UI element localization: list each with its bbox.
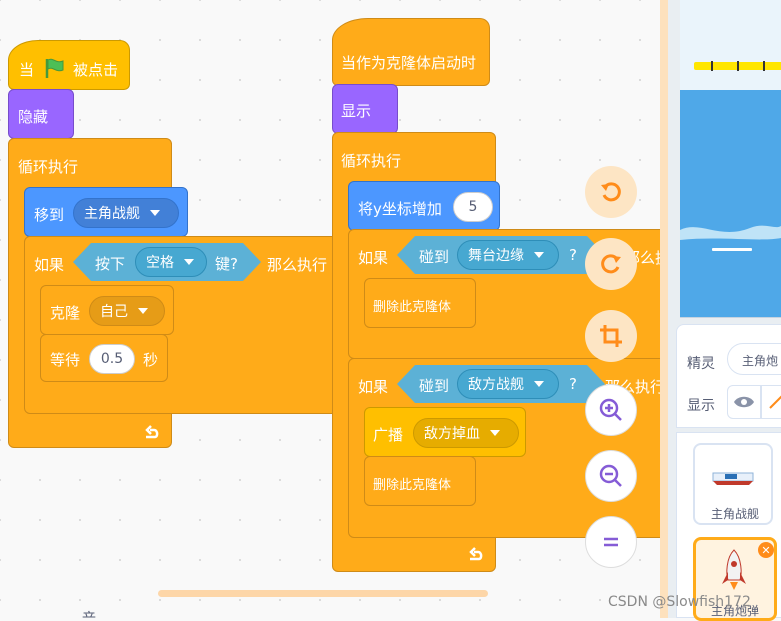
- sprite-name-field[interactable]: 主角炮: [727, 343, 781, 375]
- hide-block[interactable]: 隐藏: [8, 89, 74, 139]
- show-block[interactable]: 显示: [332, 84, 398, 134]
- forever-label-1: 循环执行: [18, 158, 79, 176]
- delete-clone-block-1[interactable]: 删除此克隆体: [364, 278, 476, 328]
- touching-label-2: 碰到: [419, 377, 450, 395]
- eye-icon: [734, 396, 754, 408]
- show-sprite-toggle[interactable]: [727, 385, 761, 419]
- horizontal-scrollbar[interactable]: [158, 590, 488, 597]
- chevron-down-icon: [184, 259, 194, 265]
- touching-target-value-2: 敌方战舰: [468, 377, 524, 393]
- delete-clone-label-1: 删除此克隆体: [373, 300, 452, 315]
- touching-label-1: 碰到: [419, 248, 450, 266]
- undo-button[interactable]: [585, 166, 637, 218]
- forever-label-2: 循环执行: [341, 152, 402, 170]
- sprite-tile[interactable]: 主角战舰: [693, 443, 773, 525]
- stage-preview[interactable]: [680, 0, 781, 318]
- if-label-2: 如果: [358, 249, 389, 267]
- sprite-name-1: 主角炮弹: [710, 604, 759, 618]
- undo-icon: [601, 182, 621, 202]
- chevron-down-icon: [138, 308, 148, 314]
- zoom-out-button[interactable]: [585, 450, 637, 502]
- wait-block[interactable]: 等待 0.5 秒: [40, 334, 168, 382]
- broadcast-block[interactable]: 广播 敌方掉血: [364, 407, 526, 457]
- when-flag-clicked-block[interactable]: 当 被点击: [8, 40, 130, 90]
- show-visibility-label: 显示: [687, 398, 715, 414]
- ruler-sprite: [694, 61, 781, 71]
- key-suffix-label: 键?: [215, 255, 238, 273]
- clone-hat-label: 当作为克隆体启动时: [341, 54, 477, 72]
- wait-label: 等待: [50, 351, 81, 369]
- key-pressed-label: 按下: [95, 255, 126, 273]
- sprite-info-panel: 精灵 主角炮 显示: [676, 324, 781, 428]
- clone-block[interactable]: 克隆 自己: [40, 285, 174, 335]
- touching-target-dropdown-1[interactable]: 舞台边缘: [457, 240, 559, 270]
- touching-enemy-condition[interactable]: 碰到 敌方战舰 ?: [397, 365, 605, 403]
- then-label-1: 那么执行: [267, 256, 328, 274]
- show-label: 显示: [341, 102, 372, 120]
- hat-when-label: 当: [19, 61, 35, 79]
- watermark: CSDN @Slowfish172: [608, 594, 751, 610]
- broadcast-message-dropdown[interactable]: 敌方掉血: [413, 418, 519, 448]
- touching-target-value-1: 舞台边缘: [468, 248, 524, 264]
- question-mark-2: ?: [569, 375, 577, 393]
- stage-panel: 精灵 主角炮 显示 主角战舰: [672, 0, 781, 621]
- hide-sprite-toggle[interactable]: [761, 385, 781, 419]
- clone-target-value: 自己: [100, 304, 128, 320]
- bottom-text: 咅: [82, 608, 96, 618]
- wait-unit-label: 秒: [143, 351, 159, 369]
- clouds-decoration: [680, 225, 781, 251]
- touching-edge-condition[interactable]: 碰到 舞台边缘 ?: [397, 236, 605, 274]
- close-icon: ✕: [761, 543, 771, 557]
- question-mark-1: ?: [569, 246, 577, 264]
- clone-target-dropdown[interactable]: 自己: [89, 296, 165, 326]
- zoom-out-icon: [599, 464, 622, 487]
- zoom-reset-button[interactable]: [585, 516, 637, 568]
- crop-button[interactable]: [585, 310, 637, 362]
- equals-icon: [604, 537, 618, 547]
- broadcast-message-value: 敌方掉血: [424, 426, 480, 442]
- redo-icon: [601, 254, 621, 274]
- wait-input[interactable]: 0.5: [89, 344, 135, 374]
- touching-target-dropdown-2[interactable]: 敌方战舰: [457, 369, 559, 399]
- delete-clone-label-2: 删除此克隆体: [373, 478, 452, 493]
- key-dropdown[interactable]: 空格: [135, 247, 207, 277]
- sprite-name-0: 主角战舰: [710, 507, 759, 521]
- sprite-list: 主角战舰 ✕ 主角炮弹: [676, 432, 781, 621]
- green-flag-icon: [45, 58, 64, 78]
- change-y-label: 将y坐标增加: [358, 200, 442, 218]
- rocket-sprite-icon: [722, 549, 746, 590]
- goto-target-dropdown[interactable]: 主角战舰: [73, 198, 179, 228]
- delete-sprite-button[interactable]: ✕: [758, 542, 774, 558]
- crop-icon: [600, 325, 622, 347]
- hide-label: 隐藏: [18, 108, 49, 126]
- broadcast-label: 广播: [373, 426, 404, 444]
- workspace-edge: [660, 0, 668, 618]
- sprite-label: 精灵: [687, 356, 715, 372]
- zoom-in-button[interactable]: [585, 384, 637, 436]
- eye-slash-icon: [769, 395, 781, 409]
- key-pressed-condition[interactable]: 按下 空格 键?: [73, 243, 261, 281]
- chevron-down-icon: [534, 381, 544, 387]
- delete-clone-block-2[interactable]: 删除此克隆体: [364, 456, 476, 506]
- if-label-1: 如果: [34, 256, 65, 274]
- battleship-sprite-icon: [712, 472, 754, 485]
- clone-label: 克隆: [50, 304, 81, 322]
- goto-label: 移到: [34, 206, 65, 224]
- code-workspace[interactable]: 当 被点击 隐藏 循环执行 移到 主角战舰 如果 按下 空格: [0, 0, 672, 618]
- chevron-down-icon: [150, 210, 160, 216]
- zoom-in-icon: [599, 398, 622, 421]
- goto-block[interactable]: 移到 主角战舰: [24, 187, 188, 237]
- chevron-down-icon: [490, 430, 500, 436]
- goto-target-value: 主角战舰: [84, 206, 140, 222]
- redo-button[interactable]: [585, 238, 637, 290]
- change-y-block[interactable]: 将y坐标增加 5: [348, 181, 500, 231]
- hat-clicked-label: 被点击: [73, 61, 119, 79]
- when-start-as-clone-block[interactable]: 当作为克隆体启动时: [332, 18, 490, 86]
- if-label-3: 如果: [358, 378, 389, 396]
- loop-arrow-icon: [145, 425, 159, 439]
- change-y-input[interactable]: 5: [453, 192, 493, 222]
- key-value: 空格: [146, 255, 174, 271]
- loop-arrow-icon: [469, 547, 483, 561]
- chevron-down-icon: [534, 252, 544, 258]
